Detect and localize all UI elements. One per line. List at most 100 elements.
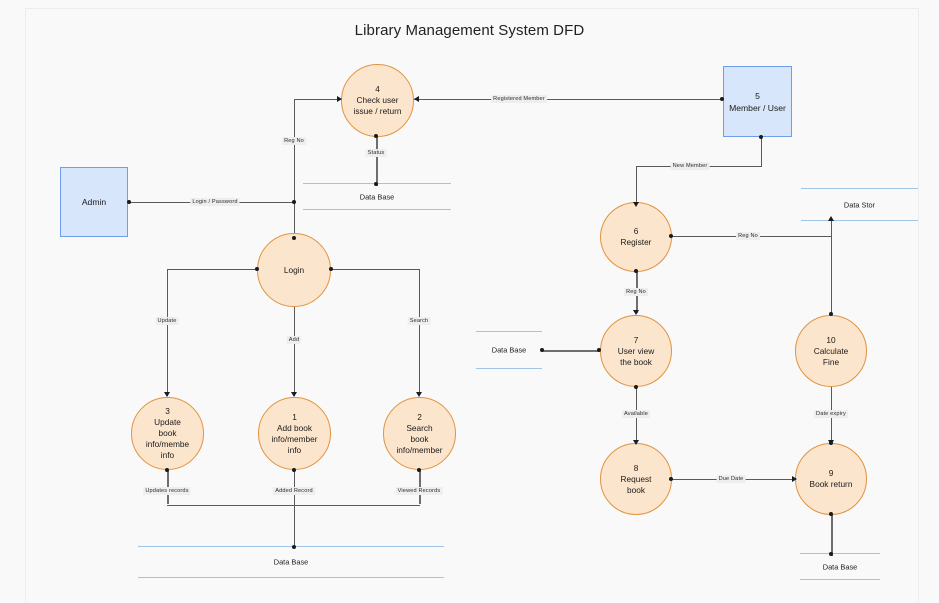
process-number: 10 [826, 334, 836, 345]
process-add-book-info[interactable]: 1 Add book info/member info [258, 397, 331, 470]
process-register[interactable]: 6 Register [600, 202, 672, 272]
process-number: 1 [292, 411, 297, 422]
flow-line-new-member-v2 [636, 166, 637, 206]
process-check-user-issue-return[interactable]: 4 Check user issue / return [341, 64, 414, 137]
flow-label-login-password: Login / Password [190, 198, 240, 206]
process-number: 6 [633, 226, 639, 236]
flow-label-add: Add [286, 336, 302, 344]
flow-label-update: Update [155, 317, 179, 325]
flow-dot-p4-bottom [374, 134, 378, 138]
store-rule-bottom [303, 209, 451, 210]
flow-dot-member-bottom [759, 135, 763, 139]
flow-label-added-record: Added Record [273, 487, 315, 495]
flow-label-registered-member: Registered Member [491, 95, 547, 103]
flow-line-search-v [419, 269, 420, 396]
process-number: 7 [633, 334, 639, 345]
flow-arrow-regno-view [633, 310, 639, 315]
flow-arrow-update [164, 392, 170, 397]
process-login[interactable]: Login [257, 233, 331, 307]
datastore-data-base-bottom-left: Data Base [138, 546, 444, 578]
entity-admin[interactable]: Admin [60, 167, 128, 237]
process-number: 3 [165, 406, 170, 416]
flow-dot-p3-bottom [165, 468, 169, 472]
process-user-view-the-book[interactable]: 7 User view the book [600, 315, 672, 387]
flow-dot-p6-right [669, 234, 673, 238]
flow-arrow-regno-store [828, 216, 834, 221]
flow-line-p9-to-db [831, 514, 833, 556]
process-book-return[interactable]: 9 Book return [795, 443, 867, 515]
flow-label-date-expiry: Date expiry [814, 410, 848, 418]
flow-line-store-to-p10 [831, 222, 832, 314]
flow-dot-bottom-right-store [829, 552, 833, 556]
process-request-book[interactable]: 8 Request book [600, 443, 672, 515]
entity-label: Member / User [729, 102, 786, 113]
process-label: Request book [620, 473, 652, 495]
process-calculate-fine[interactable]: 10 Calculate Fine [795, 315, 867, 387]
diagram-title: Library Management System DFD [354, 22, 585, 39]
store-rule-top [138, 546, 444, 547]
flow-label-available: Available [622, 410, 650, 418]
entity-member-user[interactable]: 5 Member / User [723, 66, 792, 137]
flow-label-reg-no-top: Reg No [282, 137, 306, 145]
page-border-left [25, 8, 26, 603]
flow-label-due-date: Due Date [716, 475, 746, 483]
datastore-data-base-middle-right: Data Base [476, 331, 542, 369]
flow-label-viewed-records: Viewed Records [395, 487, 443, 495]
process-label: User view the book [617, 345, 655, 367]
flow-dot-p1-bottom [292, 468, 296, 472]
datastore-label: Data Base [491, 345, 527, 355]
page-border-right [918, 8, 919, 603]
entity-label: Admin [81, 197, 107, 207]
flow-arrow-regno-to-p4 [337, 96, 342, 102]
process-label: Login [283, 264, 305, 275]
flow-arrow-due-date [792, 476, 797, 482]
process-label: Book return [809, 479, 853, 489]
process-label: Calculate Fine [813, 345, 849, 367]
flow-line-update-h [167, 269, 259, 270]
datastore-data-base-bottom-right: Data Base [800, 553, 880, 580]
flow-line-regno-vertical [294, 99, 295, 239]
flow-line-added-record [294, 470, 295, 548]
flow-dot-login-right [329, 267, 333, 271]
datastore-label: Data Stor [843, 200, 876, 209]
process-number: 4 [375, 84, 380, 94]
store-rule-top [476, 331, 542, 332]
store-rule-top [801, 188, 918, 189]
process-label: Add book info/member info [271, 422, 318, 455]
flow-dot-member-left [720, 97, 724, 101]
process-label: Search book info/member [396, 422, 443, 455]
flow-arrow-search [416, 392, 422, 397]
flow-line-new-member-v1 [761, 137, 762, 166]
flow-arrow-registered-member [414, 96, 419, 102]
flow-dot-bottom-left-store [292, 545, 296, 549]
flow-arrow-available [633, 440, 639, 445]
datastore-data-base-top-left: Data Base [303, 183, 451, 210]
datastore-label: Data Base [359, 192, 395, 201]
flow-label-new-member: New Member [670, 162, 710, 170]
flow-dot-p8-right [669, 477, 673, 481]
flow-line-add [294, 302, 295, 396]
flow-dot-p7-left [597, 348, 601, 352]
flow-line-search-h [331, 269, 420, 270]
process-update-book-info[interactable]: 3 Update book info/membe info [131, 397, 204, 470]
flow-dot-p9-bottom [829, 512, 833, 516]
flow-dot-p6-bottom [634, 269, 638, 273]
flow-dot-login-left [255, 267, 259, 271]
flow-line-registered-member [414, 99, 722, 100]
store-rule-bottom [476, 368, 542, 369]
flow-arrow-new-member [633, 202, 639, 207]
store-rule-bottom [800, 579, 880, 580]
datastore-label: Data Base [822, 562, 858, 571]
datastore-label: Data Base [273, 557, 309, 567]
process-label: Register [620, 237, 652, 247]
process-search-book-info[interactable]: 2 Search book info/member [383, 397, 456, 470]
flow-dot-db-middle [540, 348, 544, 352]
store-rule-top [800, 553, 880, 554]
flow-dot-p7-bottom [634, 385, 638, 389]
flow-line-status [376, 136, 378, 186]
store-rule-bottom [138, 577, 444, 578]
flow-label-status: Status [365, 149, 387, 157]
flow-dot-login-password-corner [292, 200, 296, 204]
flow-label-search: Search [407, 317, 431, 325]
